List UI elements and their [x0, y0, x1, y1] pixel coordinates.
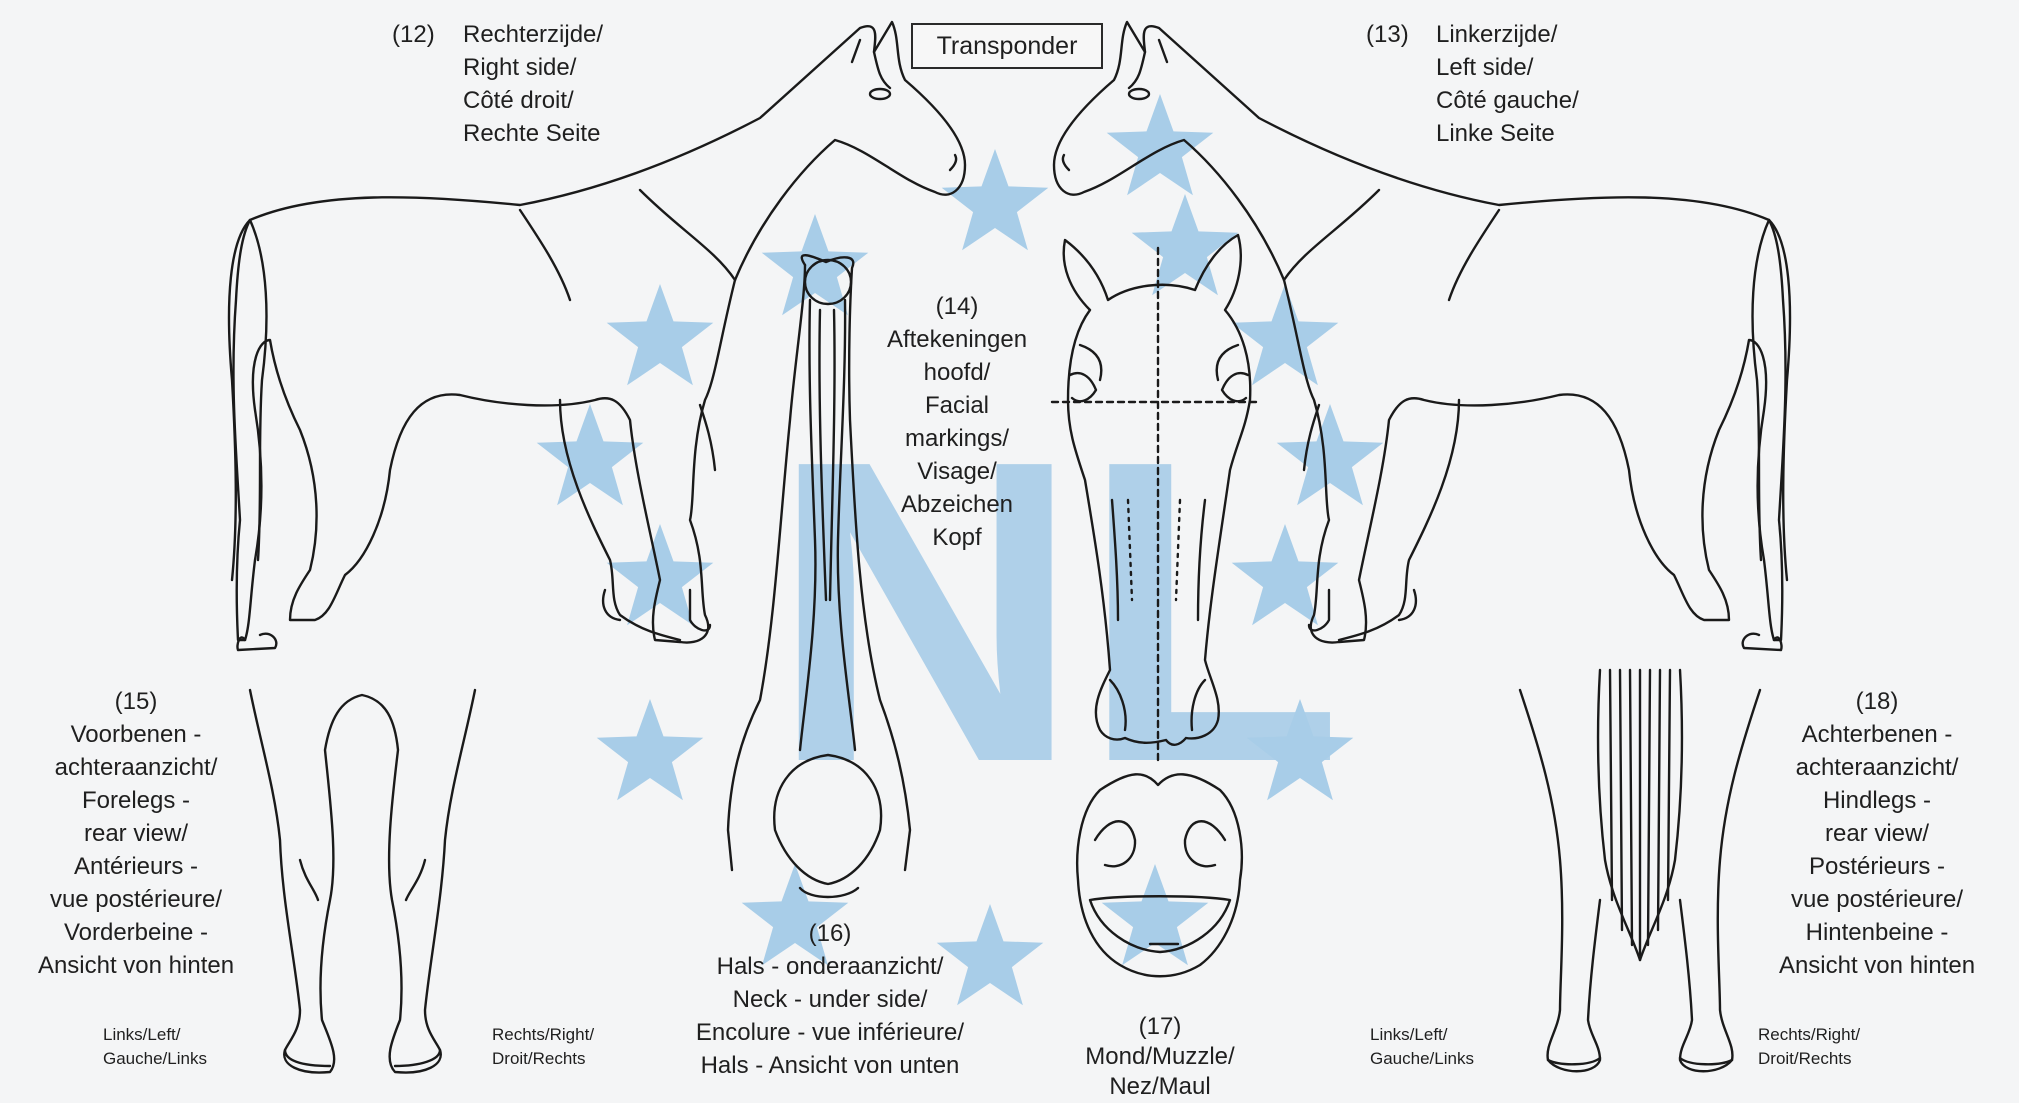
label-13-number: (13)	[1366, 18, 1409, 51]
label-line: Encolure - vue inférieure/	[650, 1016, 1010, 1049]
label-13-left-side: Linkerzijde/ Left side/ Côté gauche/ Lin…	[1436, 18, 1579, 150]
label-line: Côté gauche/	[1436, 84, 1579, 117]
label-line: Hindlegs -	[1742, 784, 2012, 817]
label-line: Voorbenen -	[0, 718, 272, 751]
label-line: Rechte Seite	[463, 117, 603, 150]
label-line: Abzeichen	[862, 488, 1052, 521]
label-18-hindlegs: (18) Achterbenen - achteraanzicht/ Hindl…	[1742, 685, 2012, 982]
label-line: Côté droit/	[463, 84, 603, 117]
label-line: Visage/	[862, 455, 1052, 488]
label-line: Antérieurs -	[0, 850, 272, 883]
tag-line: Droit/Rechts	[492, 1047, 594, 1071]
label-line: achteraanzicht/	[1742, 751, 2012, 784]
label-14-facial-markings: (14) Aftekeningen hoofd/ Facial markings…	[862, 290, 1052, 554]
label-line: Hals - Ansicht von unten	[650, 1049, 1010, 1082]
tag-line: Links/Left/	[1370, 1023, 1474, 1047]
label-12-number: (12)	[392, 18, 435, 51]
label-line: (14)	[862, 290, 1052, 323]
watermark-letters: NL	[770, 372, 1343, 852]
watermark-star	[942, 149, 1049, 250]
hindlegs-rear-outline	[1520, 670, 1760, 1071]
label-line: Vorderbeine -	[0, 916, 272, 949]
tag-line: Droit/Rechts	[1758, 1047, 1860, 1071]
tag-line: Rechts/Right/	[492, 1023, 594, 1047]
label-line: Left side/	[1436, 51, 1579, 84]
label-line: Ansicht von hinten	[1742, 949, 2012, 982]
label-line: rear view/	[0, 817, 272, 850]
watermark-star	[1232, 284, 1339, 385]
label-line: Postérieurs -	[1742, 850, 2012, 883]
label-line: markings/	[862, 422, 1052, 455]
label-line: Achterbenen -	[1742, 718, 2012, 751]
label-line: hoofd/	[862, 356, 1052, 389]
label-line: Forelegs -	[0, 784, 272, 817]
label-line: achteraanzicht/	[0, 751, 272, 784]
hindlegs-right-tag: Rechts/Right/ Droit/Rechts	[1758, 1023, 1860, 1071]
label-line: vue postérieure/	[0, 883, 272, 916]
label-line: (15)	[0, 685, 272, 718]
label-17-muzzle: (17) Mond/Muzzle/ Nez/Maul	[1050, 1012, 1270, 1102]
forelegs-left-tag: Links/Left/ Gauche/Links	[103, 1023, 207, 1071]
label-line: Mond/Muzzle/	[1050, 1042, 1270, 1072]
tag-line: Links/Left/	[103, 1023, 207, 1047]
watermark-star	[537, 404, 644, 505]
label-line: Right side/	[463, 51, 603, 84]
tag-line: Gauche/Links	[103, 1047, 207, 1071]
hindlegs-left-tag: Links/Left/ Gauche/Links	[1370, 1023, 1474, 1071]
label-line: vue postérieure/	[1742, 883, 2012, 916]
watermark-star	[597, 699, 704, 800]
watermark-star	[1132, 194, 1239, 295]
label-line: Nez/Maul	[1050, 1072, 1270, 1102]
label-line: Facial	[862, 389, 1052, 422]
label-line: Aftekeningen	[862, 323, 1052, 356]
forelegs-rear-outline	[250, 690, 475, 1073]
watermark-star	[607, 284, 714, 385]
watermark-star	[1107, 94, 1214, 195]
label-line: (16)	[650, 917, 1010, 950]
forelegs-right-tag: Rechts/Right/ Droit/Rechts	[492, 1023, 594, 1071]
label-line: Linkerzijde/	[1436, 18, 1579, 51]
label-line: Neck - under side/	[650, 983, 1010, 1016]
watermark-star	[1102, 864, 1209, 965]
label-line: (17)	[1050, 1012, 1270, 1042]
tag-line: Gauche/Links	[1370, 1047, 1474, 1071]
label-15-forelegs: (15) Voorbenen - achteraanzicht/ Foreleg…	[0, 685, 272, 982]
label-line: Hintenbeine -	[1742, 916, 2012, 949]
tag-line: Rechts/Right/	[1758, 1023, 1860, 1047]
label-line: (18)	[1742, 685, 2012, 718]
label-line: Rechterzijde/	[463, 18, 603, 51]
label-line: Hals - onderaanzicht/	[650, 950, 1010, 983]
label-line: Ansicht von hinten	[0, 949, 272, 982]
label-16-neck: (16) Hals - onderaanzicht/ Neck - under …	[650, 917, 1010, 1082]
label-line: Linke Seite	[1436, 117, 1579, 150]
transponder-box: Transponder	[911, 23, 1103, 69]
label-12-right-side: Rechterzijde/ Right side/ Côté droit/ Re…	[463, 18, 603, 150]
label-line: rear view/	[1742, 817, 2012, 850]
label-line: Kopf	[862, 521, 1052, 554]
